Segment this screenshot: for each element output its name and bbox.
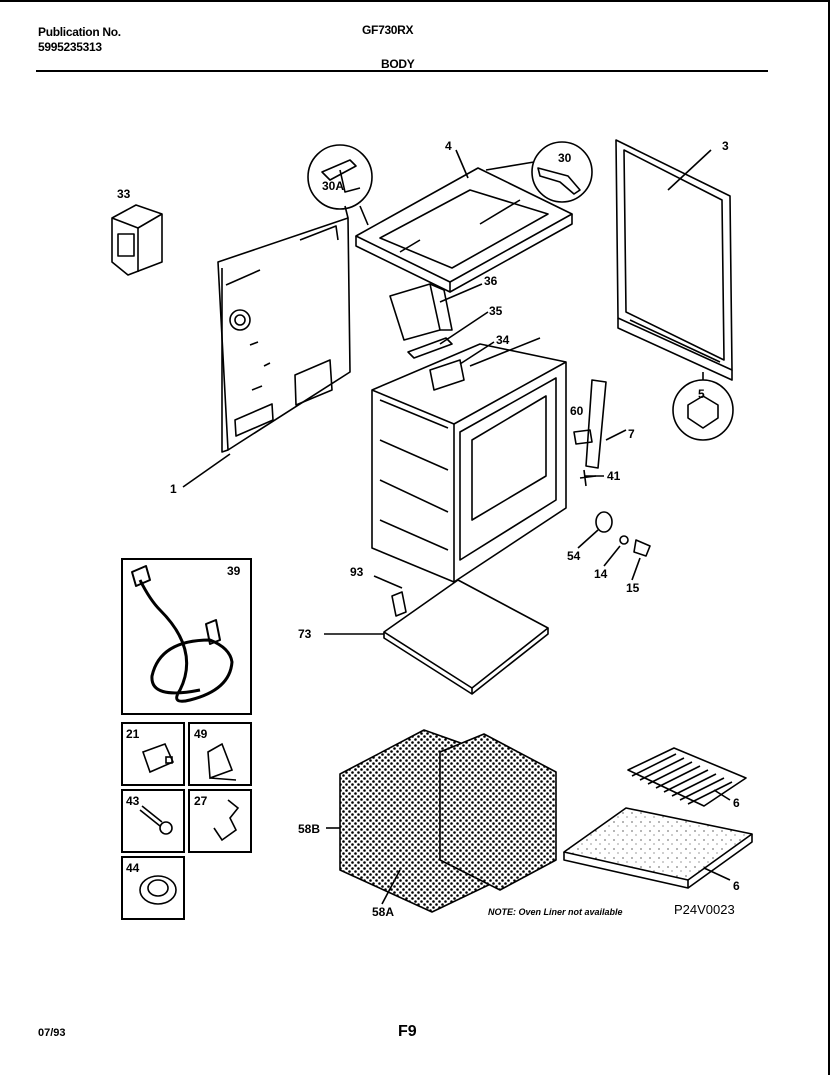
label-39: 39 <box>227 564 241 578</box>
leader-14 <box>603 545 621 567</box>
label-27: 27 <box>194 794 208 808</box>
section-title: BODY <box>381 57 415 71</box>
label-34: 34 <box>496 333 510 347</box>
part-58a-insulation <box>439 733 557 891</box>
publication-label: Publication No. <box>38 25 121 39</box>
label-73: 73 <box>298 627 312 641</box>
part-39-power-cord <box>131 565 234 703</box>
label-60: 60 <box>570 404 584 418</box>
diagram-code: P24V0023 <box>674 902 735 917</box>
leader-4 <box>455 149 469 179</box>
label-93: 93 <box>350 565 364 579</box>
label-14: 14 <box>594 567 608 581</box>
part-box-49 <box>188 722 252 786</box>
leader-36 <box>439 283 483 303</box>
part-60-7-41 <box>573 379 627 487</box>
label-21: 21 <box>126 727 140 741</box>
footer-page: F9 <box>398 1023 417 1040</box>
label-7: 7 <box>628 427 635 441</box>
oven-body-cabinet <box>371 337 567 583</box>
part-box-39 <box>121 558 252 715</box>
label-44: 44 <box>126 861 140 875</box>
leader-58a <box>381 869 401 905</box>
bracket-icon <box>207 742 234 780</box>
footer-date: 07/93 <box>38 1027 66 1039</box>
leader-34 <box>459 341 495 365</box>
leader-15 <box>631 557 641 581</box>
part-30-detail <box>485 141 593 203</box>
label-6-rack: 6 <box>733 796 740 810</box>
leader-3 <box>667 149 712 191</box>
part-93-73-bottom-panel <box>324 575 549 695</box>
part-3-side-panel <box>615 139 733 381</box>
part-5-leveling-leg <box>672 372 734 441</box>
label-3: 3 <box>722 139 729 153</box>
part-6-broiler-pan <box>563 807 753 889</box>
label-41: 41 <box>607 469 621 483</box>
label-33: 33 <box>117 187 131 201</box>
label-30: 30 <box>558 151 572 165</box>
knob-icon <box>139 875 177 905</box>
leader-54 <box>577 529 599 549</box>
part-4-top-panel <box>355 167 573 293</box>
header-rule <box>36 70 768 72</box>
label-15: 15 <box>626 581 640 595</box>
leader-1 <box>182 453 231 488</box>
part-1-back-panel <box>217 205 351 453</box>
model-number: GF730RX <box>362 23 414 37</box>
publication-number: 5995235313 <box>38 40 102 54</box>
label-36: 36 <box>484 274 498 288</box>
label-58b: 58B <box>298 822 321 836</box>
part-box-43 <box>121 789 185 853</box>
part-36-35-34 <box>389 283 465 391</box>
part-54-14-15 <box>595 511 651 557</box>
label-4: 4 <box>445 139 452 153</box>
leader-35 <box>439 311 489 345</box>
label-49: 49 <box>194 727 208 741</box>
spring-clip-icon <box>213 799 240 842</box>
label-58a: 58A <box>372 905 395 919</box>
label-6-pan: 6 <box>733 879 740 893</box>
label-30a: 30A <box>322 179 345 193</box>
part-6-oven-rack <box>627 747 747 807</box>
part-30a-detail <box>307 144 373 226</box>
part-box-44 <box>121 856 185 920</box>
part-box-21 <box>121 722 185 786</box>
label-5: 5 <box>698 387 705 401</box>
part-33-bracket <box>111 204 163 276</box>
label-43: 43 <box>126 794 140 808</box>
screw-icon <box>139 805 163 827</box>
label-35: 35 <box>489 304 503 318</box>
label-1: 1 <box>170 482 177 496</box>
clip-icon <box>141 742 175 774</box>
part-box-27 <box>188 789 252 853</box>
note-oven-liner: NOTE: Oven Liner not available <box>488 907 623 917</box>
label-54: 54 <box>567 549 581 563</box>
